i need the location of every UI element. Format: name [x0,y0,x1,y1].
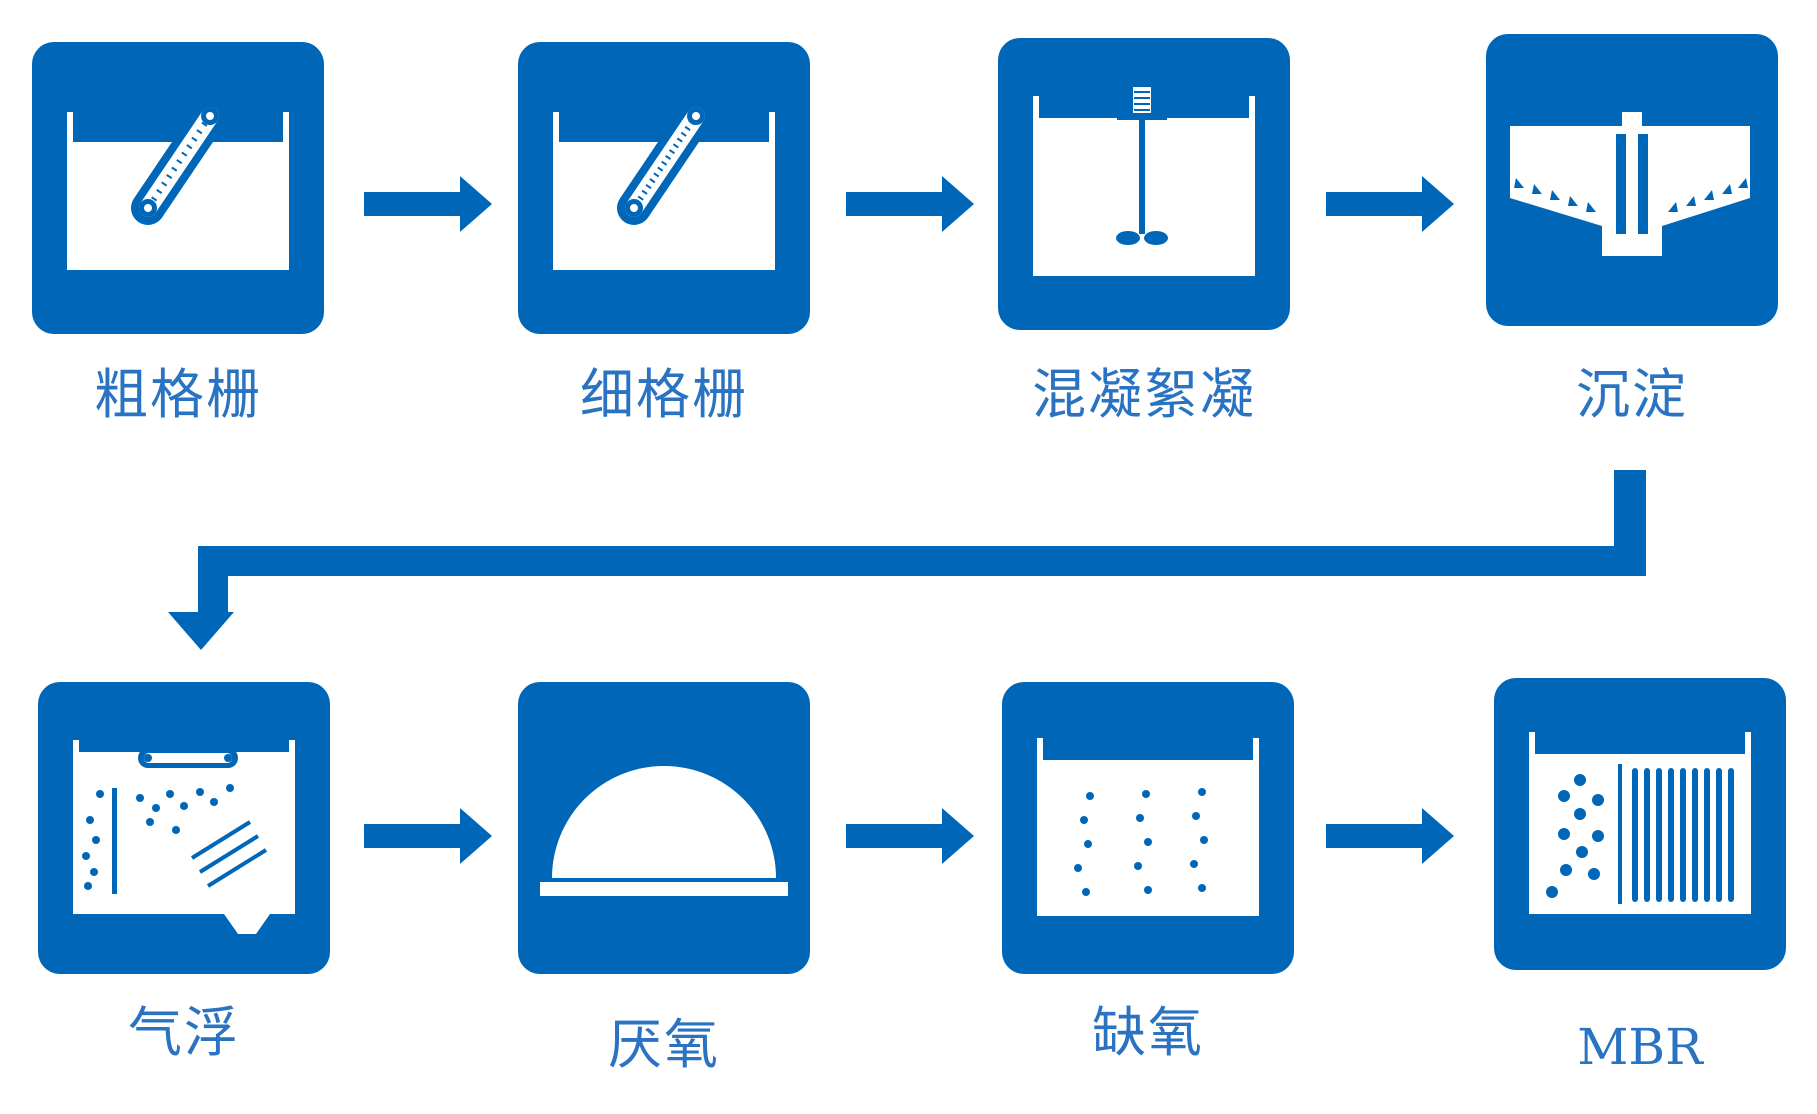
air-flotation-icon [38,682,330,974]
anaerobic-dome-icon [518,682,810,974]
right-arrow [364,176,492,232]
right-arrow [1326,176,1454,232]
step-label: 缺氧 [1092,1001,1204,1064]
right-arrow [1326,808,1454,864]
mbr-membrane-icon [1494,678,1786,970]
step-label: MBR [1577,1018,1703,1076]
step-label: 细格栅 [580,363,748,426]
sedimentation-tank-icon [1486,34,1778,326]
coarse-screen-icon [32,42,324,334]
step-label: 粗格栅 [94,363,262,426]
coagulation-mixer-icon [998,38,1290,330]
step-label: 沉淀 [1576,363,1688,426]
right-arrow [846,808,974,864]
step-label: 厌氧 [608,1013,720,1076]
anoxic-tank-icon [1002,682,1294,974]
step-label: 气浮 [128,1001,240,1064]
step-label: 混凝絮凝 [1032,363,1256,426]
fine-screen-icon [518,42,810,334]
right-arrow [846,176,974,232]
right-arrow [364,808,492,864]
